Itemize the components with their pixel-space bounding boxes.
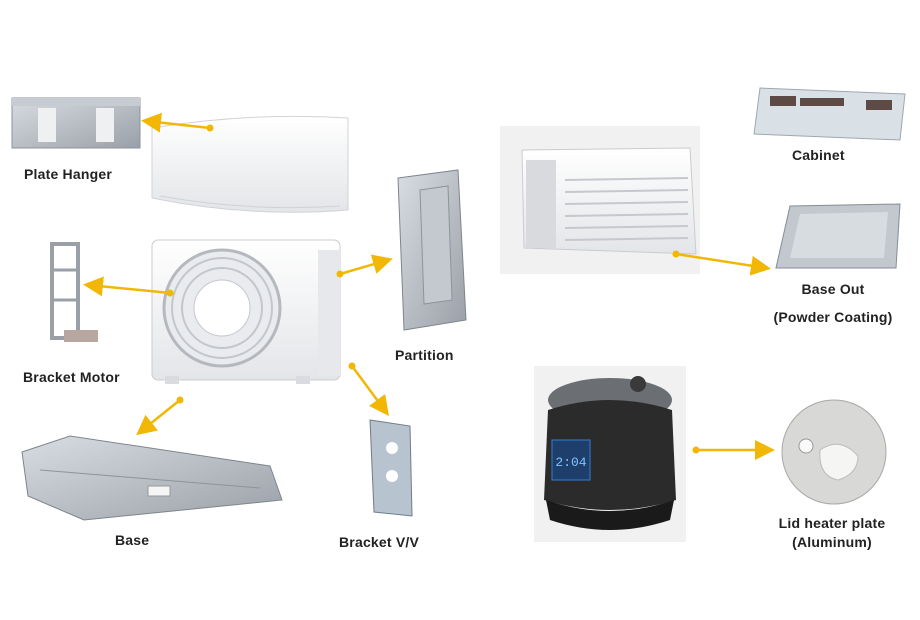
cabinet-part bbox=[753, 87, 906, 141]
arrow-bracket-motor bbox=[83, 276, 171, 297]
label-bracket-vv: Bracket V/V bbox=[339, 534, 420, 550]
label-base-out-line2: (Powder Coating) bbox=[773, 309, 893, 325]
label-base: Base bbox=[115, 532, 150, 548]
split-ac-outdoor-unit bbox=[151, 239, 341, 384]
base-out-part bbox=[775, 203, 901, 269]
label-base-out: Base Out (Powder Coating) bbox=[758, 278, 908, 328]
window-ac-unit bbox=[521, 147, 697, 255]
label-plate-hanger: Plate Hanger bbox=[24, 166, 112, 182]
split-ac-indoor-unit bbox=[151, 115, 349, 213]
label-base-out-line1: Base Out bbox=[801, 281, 865, 297]
bracket-vv-part bbox=[369, 419, 413, 517]
arrow-bracket-vv bbox=[350, 365, 389, 417]
arrow-base-out bbox=[675, 252, 771, 276]
plate-hanger-part bbox=[11, 97, 141, 149]
base-part bbox=[21, 435, 283, 521]
rice-cooker: 2:04 bbox=[544, 376, 676, 530]
arrow-base bbox=[136, 399, 181, 436]
partition-part bbox=[397, 169, 467, 331]
arrow-plate-hanger bbox=[141, 112, 211, 133]
arrow-dots bbox=[166, 124, 700, 454]
label-bracket-motor: Bracket Motor bbox=[23, 369, 120, 385]
label-lid-heater-line2: (Aluminum) bbox=[792, 534, 872, 550]
lid-heater-plate-part bbox=[781, 399, 887, 505]
cooker-display: 2:04 bbox=[555, 455, 586, 470]
arrows bbox=[83, 112, 775, 460]
label-lid-heater-line1: Lid heater plate bbox=[778, 515, 886, 531]
label-partition: Partition bbox=[395, 347, 454, 363]
bracket-motor-part bbox=[50, 242, 98, 342]
label-lid-heater: Lid heater plate (Aluminum) bbox=[762, 514, 902, 552]
label-cabinet: Cabinet bbox=[792, 147, 845, 163]
arrow-partition bbox=[339, 254, 393, 276]
